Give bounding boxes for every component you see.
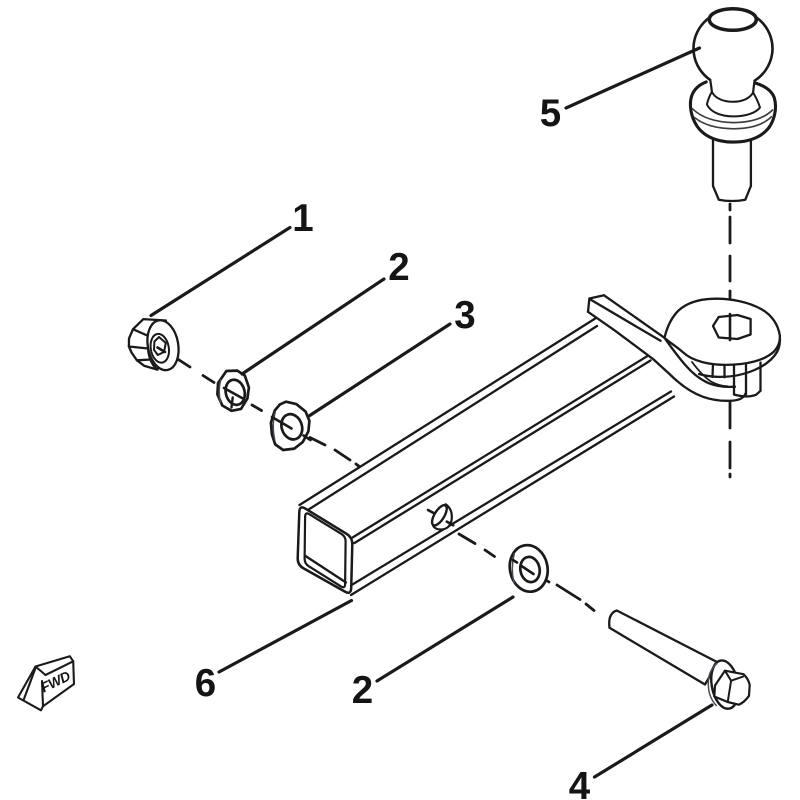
svg-text:3: 3	[454, 294, 475, 337]
svg-text:1: 1	[292, 197, 313, 240]
svg-text:2: 2	[352, 669, 373, 712]
svg-text:6: 6	[195, 662, 216, 705]
svg-text:4: 4	[569, 765, 591, 800]
svg-text:5: 5	[540, 92, 561, 135]
svg-text:2: 2	[388, 246, 409, 289]
